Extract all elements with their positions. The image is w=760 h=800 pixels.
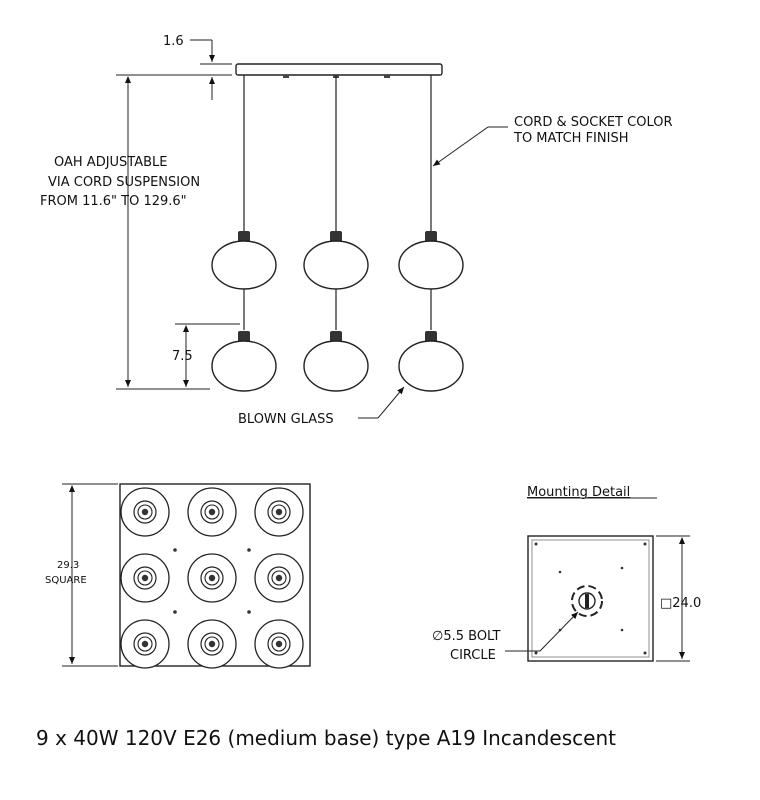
pendant-lower-right xyxy=(398,331,464,392)
plan-shade-4 xyxy=(120,553,170,603)
mounting-detail-title: Mounting Detail xyxy=(527,485,630,500)
bolt-circle-word: CIRCLE xyxy=(450,648,496,663)
cord-label-line1: CORD & SOCKET COLOR xyxy=(514,115,672,130)
shade-height-dimension xyxy=(175,323,240,387)
overall-height-dimension xyxy=(116,74,232,390)
glass-callout-leader xyxy=(358,386,405,419)
pendant-lower-left xyxy=(211,331,277,392)
plan-view: 29.3 SQUARE xyxy=(45,483,311,669)
lamp-spec-caption: 9 x 40W 120V E26 (medium base) type A19 … xyxy=(36,726,616,750)
pendant-upper-left xyxy=(211,231,277,290)
cord-label-line2: TO MATCH FINISH xyxy=(513,131,628,146)
mounting-detail: Mounting Detail □24.0 ∅5.5 BOLT xyxy=(432,485,701,663)
square-size-value: 29.3 xyxy=(57,560,79,571)
pendant-lower-center xyxy=(303,331,369,392)
bolt-circle-leader xyxy=(505,611,579,652)
oah-label-line1: OAH ADJUSTABLE xyxy=(54,155,168,170)
cord-callout-leader xyxy=(432,126,508,167)
pendant-upper-right xyxy=(398,231,464,290)
bolt-circle-value: ∅5.5 BOLT xyxy=(432,629,501,644)
plan-shade-2 xyxy=(187,487,237,537)
plan-shade-6 xyxy=(254,553,304,603)
plan-shade-3 xyxy=(254,487,304,537)
plate-size-value: □24.0 xyxy=(660,596,701,611)
square-word: SQUARE xyxy=(45,575,87,586)
suspension-cords xyxy=(243,75,432,330)
plate-size-dimension xyxy=(656,535,690,662)
plan-shade-5 xyxy=(187,553,237,603)
oah-label-line2: VIA CORD SUSPENSION xyxy=(48,175,200,190)
oah-label-line3: FROM 11.6" TO 129.6" xyxy=(40,194,187,209)
elevation-view: 1.6 OAH ADJUSTABLE VIA CORD SUSPENSION F… xyxy=(40,34,672,427)
shade-height-value: 7.5 xyxy=(172,349,193,364)
plan-shade-grid xyxy=(120,487,304,669)
canopy-height-dimension xyxy=(190,39,232,100)
plan-shade-7 xyxy=(120,619,170,669)
square-dimension xyxy=(62,483,118,667)
plan-shade-9 xyxy=(254,619,304,669)
canopy-height-value: 1.6 xyxy=(163,34,184,49)
plan-shade-1 xyxy=(120,487,170,537)
plan-shade-8 xyxy=(187,619,237,669)
pendant-upper-center xyxy=(303,231,369,290)
canopy xyxy=(235,63,443,76)
mounting-plate xyxy=(527,535,654,662)
glass-label: BLOWN GLASS xyxy=(238,412,334,427)
mounting-hub xyxy=(571,585,603,617)
